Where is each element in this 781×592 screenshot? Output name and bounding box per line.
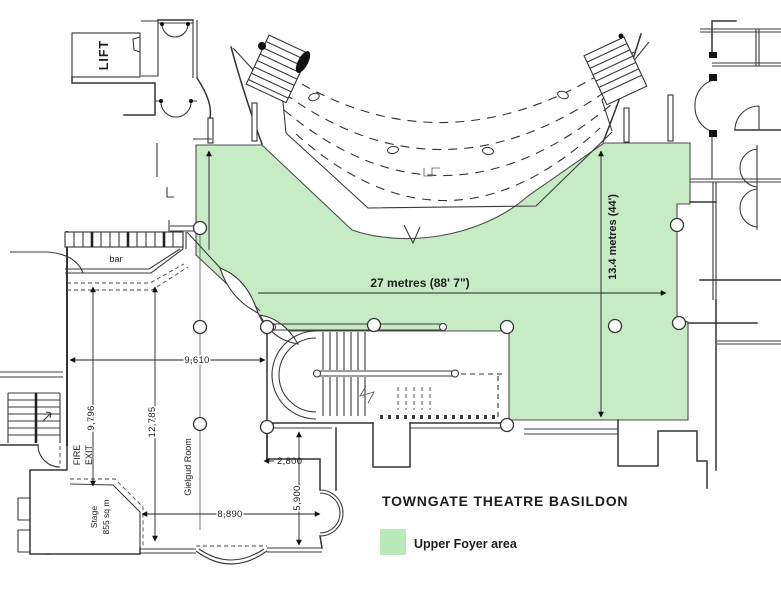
foyer-polygon bbox=[195, 142, 691, 421]
central-staircase bbox=[266, 323, 510, 460]
bay-window bbox=[47, 545, 322, 565]
right-rooms bbox=[524, 20, 781, 489]
dim-5900: 5,900 bbox=[292, 485, 303, 510]
double-door-top bbox=[160, 22, 190, 38]
bar-counter: bar bbox=[64, 231, 189, 291]
fire-exit-label-1: FIRE bbox=[72, 445, 82, 466]
dim-27-metres: 27 metres (88' 7") bbox=[370, 276, 469, 290]
balcony-front bbox=[285, 131, 613, 209]
gielgud-room-label: Gielgud Room bbox=[183, 438, 193, 496]
dim-12785: 12,785 bbox=[147, 407, 158, 438]
dim-9796: 9,796 bbox=[86, 405, 97, 430]
bar-label: bar bbox=[109, 254, 122, 264]
fire-exit-stairs: FIRE EXIT bbox=[0, 371, 94, 468]
apse-corridor bbox=[266, 422, 411, 549]
balcony-stairs-right bbox=[583, 33, 648, 106]
plan-title: TOWNGATE THEATRE BASILDON bbox=[382, 493, 628, 509]
title-block: TOWNGATE THEATRE BASILDON Upper Foyer ar… bbox=[380, 493, 628, 555]
fire-exit-label-2: EXIT bbox=[84, 445, 94, 466]
lift-label: LIFT bbox=[97, 40, 111, 70]
double-door-lower bbox=[155, 99, 197, 118]
balcony bbox=[193, 33, 674, 245]
dim-9610: 9,610 bbox=[184, 355, 209, 366]
balcony-stairs-left bbox=[245, 34, 311, 104]
upper-foyer-area bbox=[195, 142, 691, 421]
legend-swatch bbox=[380, 529, 406, 555]
columns bbox=[192, 217, 687, 435]
lift-room bbox=[71, 32, 141, 78]
lift-area: LIFT bbox=[71, 19, 212, 198]
stage-label-1: Stage bbox=[89, 506, 99, 528]
stage-label-2: 855 sq m bbox=[101, 500, 111, 535]
dimensions: 27 metres (88' 7") 13.4 metres (44') 9,6… bbox=[69, 150, 667, 546]
seat-markers bbox=[308, 90, 569, 156]
dim-13-4-metres: 13.4 metres (44') bbox=[607, 194, 619, 280]
dim-8890: 8,890 bbox=[217, 509, 242, 520]
legend-label: Upper Foyer area bbox=[414, 537, 518, 551]
door-posts bbox=[193, 94, 674, 144]
dim-2800: 2,800 bbox=[277, 456, 302, 467]
